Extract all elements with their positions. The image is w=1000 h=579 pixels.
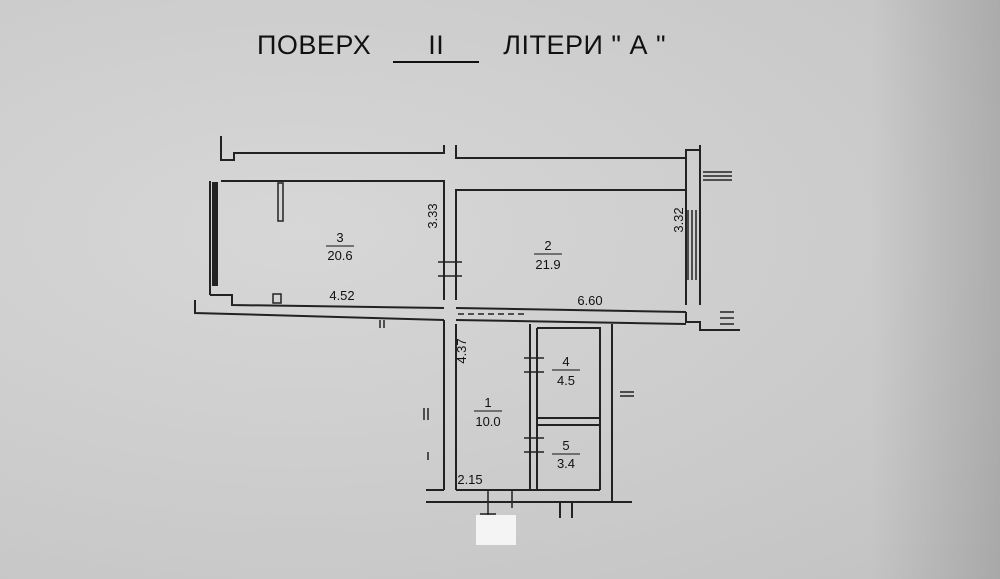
entrance-mark xyxy=(480,490,513,520)
dim-room3-width: 4.52 xyxy=(329,288,354,303)
title-prefix: ПОВЕРХ xyxy=(257,30,372,60)
room-1-area: 10.0 xyxy=(475,414,500,429)
room-5-label: 5 3.4 xyxy=(552,438,580,471)
room-4-number: 4 xyxy=(562,354,569,369)
room-3-number: 3 xyxy=(336,230,343,245)
dim-room2-height: 3.32 xyxy=(671,207,686,232)
dim-room1-height: 4.37 xyxy=(454,338,469,363)
partition-stub xyxy=(277,182,284,222)
room-2-label: 2 21.9 xyxy=(534,238,562,272)
redacted-patch xyxy=(476,515,516,545)
room-2-number: 2 xyxy=(544,238,551,253)
room-5-area: 3.4 xyxy=(557,456,575,471)
door-marks xyxy=(379,261,634,460)
room-3-area: 20.6 xyxy=(327,248,352,263)
dim-room3-height: 3.33 xyxy=(425,203,440,228)
floor-number: II xyxy=(393,30,480,63)
room-1-number: 1 xyxy=(484,395,491,410)
dim-room1-width: 2.15 xyxy=(457,472,482,487)
dim-room2-width: 6.60 xyxy=(577,293,602,308)
floor-plan-title: ПОВЕРХ II ЛІТЕРИ " А " xyxy=(257,30,666,63)
room-1-label: 1 10.0 xyxy=(474,395,502,429)
exterior-balcony-mark xyxy=(703,171,734,325)
walls xyxy=(194,136,740,518)
title-letter-value: " А " xyxy=(611,30,667,60)
right-wall-window xyxy=(687,210,697,280)
paper-shadow xyxy=(870,0,1000,579)
room-2-area: 21.9 xyxy=(535,257,560,272)
room-4-area: 4.5 xyxy=(557,373,575,388)
partition-stub xyxy=(272,293,282,304)
room-3-label: 3 20.6 xyxy=(326,230,354,263)
room-5-number: 5 xyxy=(562,438,569,453)
left-wall-window xyxy=(212,182,218,286)
room-4-label: 4 4.5 xyxy=(552,354,580,388)
title-letter-label: ЛІТЕРИ xyxy=(503,30,604,60)
